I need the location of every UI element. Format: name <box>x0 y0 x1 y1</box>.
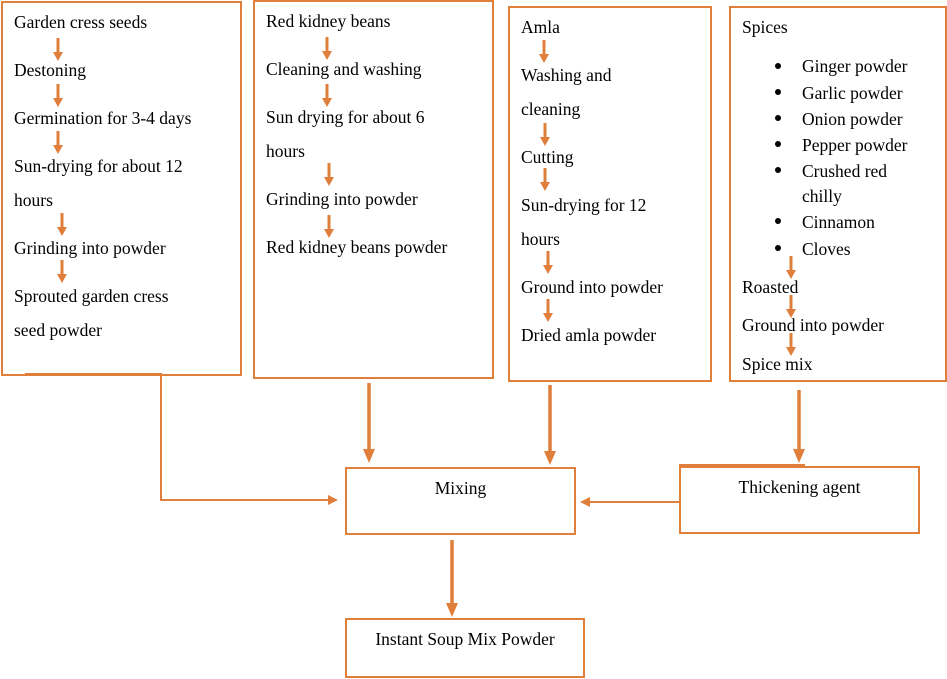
down-arrow-icon <box>543 251 553 275</box>
down-arrow-icon <box>324 215 334 239</box>
arrowhead-icon <box>793 449 805 463</box>
kidney-beans-step-1: Red kidney beans <box>266 11 391 31</box>
bullet-icon <box>775 167 781 173</box>
down-arrow-icon <box>786 256 796 280</box>
spices-step-3: Spice mix <box>742 354 813 374</box>
garden-cress-step-4b: hours <box>14 190 53 210</box>
arrowhead-icon <box>580 497 590 507</box>
bullet-icon <box>775 245 781 251</box>
garden-cress-step-2: Destoning <box>14 60 86 80</box>
garden-cress-connector <box>25 373 330 501</box>
bullet-icon <box>775 218 781 224</box>
instant-soup-box <box>345 618 585 678</box>
spice-item: Pepper powder <box>802 135 908 155</box>
amla-step-2b: cleaning <box>521 99 581 119</box>
bullet-icon <box>775 115 781 121</box>
spice-item: Onion powder <box>802 109 903 129</box>
down-arrow-icon <box>57 213 67 237</box>
amla-step-3: Cutting <box>521 147 574 167</box>
spice-item: Cinnamon <box>802 212 875 232</box>
amla-step-5: Ground into powder <box>521 277 663 297</box>
spices-step-2: Ground into powder <box>742 315 884 335</box>
kidney-beans-step-2: Cleaning and washing <box>266 59 422 79</box>
spice-item: Cloves <box>802 239 851 259</box>
down-arrow-icon <box>322 37 332 61</box>
spice-item-cont: chilly <box>802 186 842 206</box>
mixing-box <box>345 467 576 535</box>
down-arrow-icon <box>53 84 63 108</box>
garden-cress-step-6: Sprouted garden cress <box>14 286 169 306</box>
spices-box <box>729 6 947 382</box>
garden-cress-step-1: Garden cress seeds <box>14 12 148 32</box>
spices-title: Spices <box>742 17 788 37</box>
thickening-agent-label: Thickening agent <box>738 477 861 497</box>
kidney-beans-step-5: Red kidney beans powder <box>266 237 448 257</box>
arrowhead-icon <box>363 449 375 463</box>
down-arrow-icon <box>53 131 63 155</box>
arrowhead-icon <box>446 603 458 617</box>
garden-cress-box <box>1 1 242 376</box>
amla-step-4: Sun-drying for 12 <box>521 195 647 215</box>
down-arrow-icon <box>53 38 63 62</box>
kidney-beans-step-3: Sun drying for about 6 <box>266 107 425 127</box>
amla-step-6: Dried amla powder <box>521 325 657 345</box>
kidney-beans-step-4: Grinding into powder <box>266 189 418 209</box>
spice-item: Garlic powder <box>802 83 903 103</box>
spice-item: Ginger powder <box>802 56 908 76</box>
down-arrow-icon <box>57 260 67 284</box>
down-arrow-icon <box>543 299 553 323</box>
arrowhead-icon <box>328 495 338 505</box>
down-arrow-icon <box>786 295 796 319</box>
bullet-icon <box>775 89 781 95</box>
mixing-label: Mixing <box>434 478 487 498</box>
spices-step-1: Roasted <box>742 277 799 297</box>
garden-cress-step-3: Germination for 3-4 days <box>14 108 192 128</box>
thickening-agent-box <box>679 466 920 534</box>
down-arrow-icon <box>540 168 550 192</box>
amla-step-2: Washing and <box>521 65 612 85</box>
garden-cress-step-6b: seed powder <box>14 320 102 340</box>
garden-cress-step-4: Sun-drying for about 12 <box>14 156 183 176</box>
amla-step-4b: hours <box>521 229 560 249</box>
bullet-icon <box>775 63 781 69</box>
bullet-icon <box>775 141 781 147</box>
down-arrow-icon <box>540 123 550 147</box>
down-arrow-icon <box>324 163 334 187</box>
amla-box <box>508 6 712 382</box>
garden-cress-step-5: Grinding into powder <box>14 238 166 258</box>
down-arrow-icon <box>786 333 796 357</box>
instant-soup-label: Instant Soup Mix Powder <box>375 629 555 649</box>
down-arrow-icon <box>322 84 332 108</box>
spice-item: Crushed red <box>802 161 888 181</box>
kidney-beans-step-3b: hours <box>266 141 305 161</box>
kidney-beans-box <box>253 0 494 379</box>
arrowhead-icon <box>544 451 556 465</box>
amla-step-1: Amla <box>521 17 560 37</box>
down-arrow-icon <box>539 40 549 64</box>
